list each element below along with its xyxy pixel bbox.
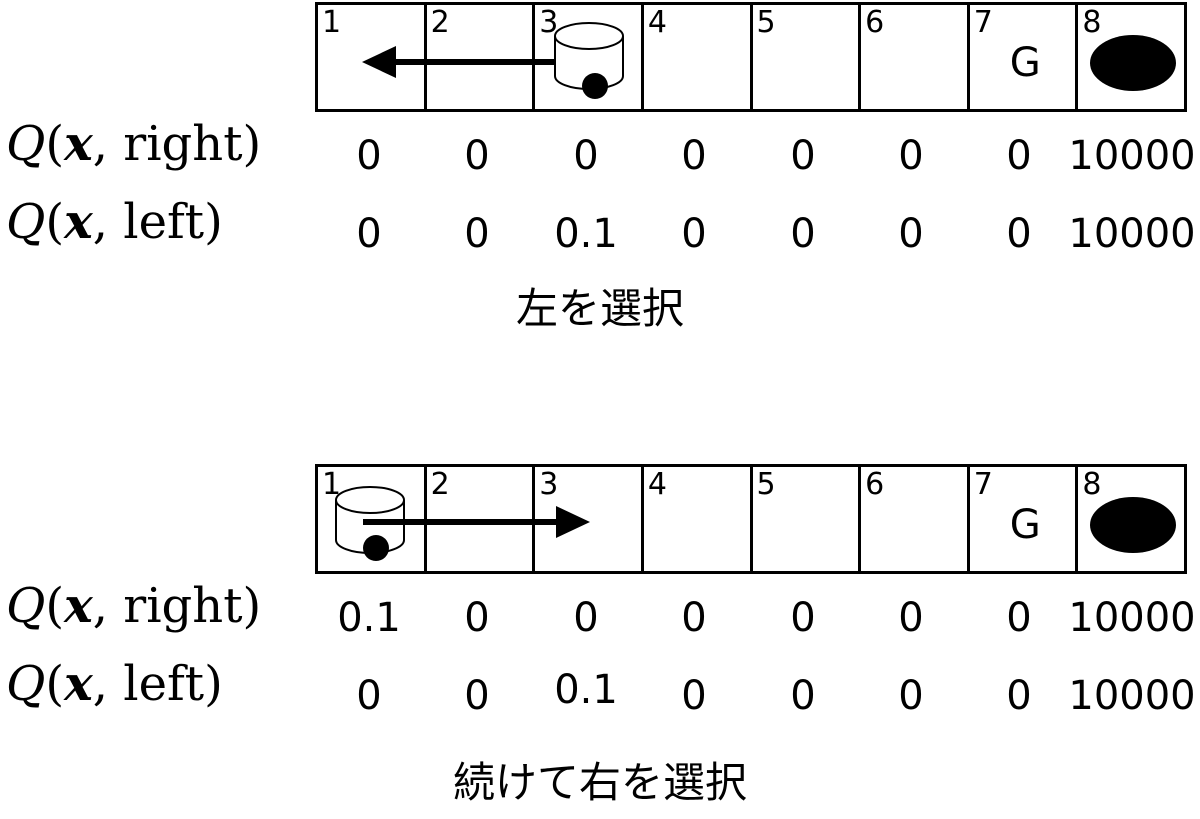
panel-caption: 続けて右を選択 — [452, 758, 747, 807]
q-right-value: 0 — [790, 133, 816, 179]
cell-number: 7 — [973, 5, 993, 40]
cell-number: 6 — [865, 467, 885, 502]
q-left-value: 0 — [898, 211, 924, 257]
q-left-label: Q(x, left) — [6, 656, 223, 712]
q-right-value: 0 — [356, 133, 382, 179]
q-left-value: 0 — [464, 211, 490, 257]
q-right-value: 0 — [681, 595, 707, 641]
q-right-value: 0 — [898, 595, 924, 641]
q-right-label: Q(x, right) — [6, 116, 262, 172]
q-left-value: 0 — [681, 673, 707, 719]
q-right-value: 0.1 — [337, 595, 401, 641]
cell-6: 6 — [861, 5, 970, 109]
q-left-value: 0 — [356, 211, 382, 257]
q-left-value: 0 — [790, 211, 816, 257]
cell-4: 4 — [644, 467, 753, 571]
q-left-value: 0 — [790, 673, 816, 719]
cell-6: 6 — [861, 467, 970, 571]
q-left-value: 10000 — [1068, 211, 1196, 257]
cell-number: 7 — [973, 467, 993, 502]
q-right-value: 10000 — [1068, 595, 1196, 641]
hole-icon — [1090, 35, 1177, 91]
cell-1: 1 — [318, 467, 427, 571]
cell-number: 8 — [1082, 5, 1102, 40]
q-left-value: 10000 — [1068, 673, 1196, 719]
goal-label: G — [1009, 502, 1041, 548]
cell-number: 6 — [865, 5, 885, 40]
cell-number: 3 — [539, 467, 559, 502]
cell-number: 5 — [756, 5, 776, 40]
cell-3: 3 — [535, 467, 644, 571]
cell-2: 2 — [427, 467, 536, 571]
q-left-label: Q(x, left) — [6, 194, 223, 250]
cell-1: 1 — [318, 5, 427, 109]
q-right-label: Q(x, right) — [6, 578, 262, 634]
cell-2: 2 — [427, 5, 536, 109]
cell-number: 4 — [647, 467, 667, 502]
cell-8: 8 — [1078, 5, 1187, 109]
cell-number: 1 — [322, 5, 342, 40]
q-right-value: 0 — [1006, 133, 1032, 179]
q-left-value: 0 — [356, 673, 382, 719]
cell-4: 4 — [644, 5, 753, 109]
q-left-value: 0.1 — [554, 667, 618, 713]
cell-number: 1 — [322, 467, 342, 502]
cell-3: 3 — [535, 5, 644, 109]
q-right-value: 0 — [573, 133, 599, 179]
cell-number: 3 — [539, 5, 559, 40]
q-left-value: 0.1 — [554, 211, 618, 257]
q-left-value: 0 — [681, 211, 707, 257]
cell-5: 5 — [753, 5, 862, 109]
cell-8: 8 — [1078, 467, 1187, 571]
q-left-value: 0 — [464, 673, 490, 719]
q-right-value: 0 — [898, 133, 924, 179]
q-right-value: 0 — [1006, 595, 1032, 641]
q-right-value: 0 — [790, 595, 816, 641]
cell-number: 2 — [430, 467, 450, 502]
cell-number: 2 — [430, 5, 450, 40]
cell-5: 5 — [753, 467, 862, 571]
goal-label: G — [1009, 40, 1041, 86]
q-left-value: 0 — [1006, 211, 1032, 257]
q-right-value: 0 — [573, 595, 599, 641]
q-right-value: 10000 — [1068, 133, 1196, 179]
q-left-value: 0 — [898, 673, 924, 719]
q-right-value: 0 — [681, 133, 707, 179]
q-right-value: 0 — [464, 133, 490, 179]
cell-number: 4 — [647, 5, 667, 40]
cell-number: 8 — [1082, 467, 1102, 502]
hole-icon — [1090, 497, 1177, 553]
panel-caption: 左を選択 — [515, 284, 684, 333]
q-left-value: 0 — [1006, 673, 1032, 719]
cell-number: 5 — [756, 467, 776, 502]
q-right-value: 0 — [464, 595, 490, 641]
